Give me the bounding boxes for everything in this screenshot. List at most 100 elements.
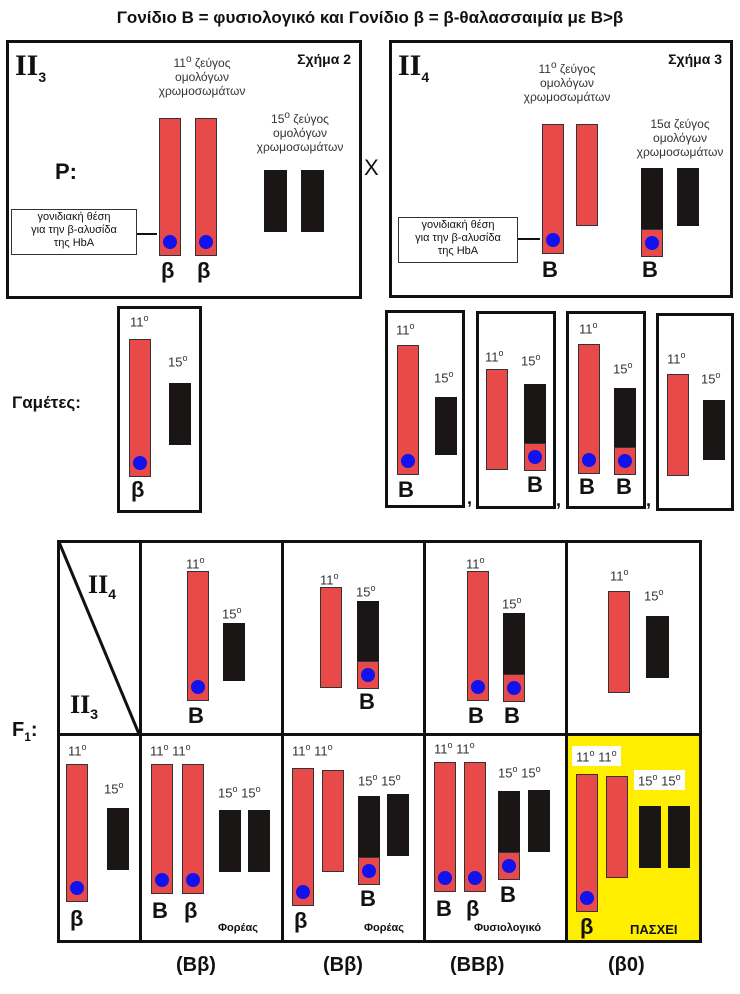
status-label: Φορέας [218,922,258,934]
chromosome-11 [576,774,598,912]
locus-dot [582,453,596,467]
allele: β [161,258,175,283]
separator: , [646,490,652,510]
locus-dot [468,871,482,885]
locus-dot [527,449,542,464]
row-header-cell: 11ο 15ο β [60,736,139,940]
chromosome-15 [677,168,699,226]
allele: β [197,258,211,283]
page-title: Γονίδιο Β = φυσιολογικό και Γονίδιο β = … [116,8,624,27]
locus-dot [199,235,213,249]
chr11-caption: 11ο ζεύγος ομολόγων χρωμοσωμάτων [523,60,611,104]
figure-label: Σχήμα 2 [297,51,351,67]
chromosome-15 [169,383,191,445]
header-cell-3: 11ο 15ο Β Β [426,543,565,733]
gamete-ii4-4: 11ο 15ο [656,313,734,511]
chromosome-11 [151,764,173,894]
locus-dot [617,453,632,468]
locus-note: γονιδιακή θέση για την β-αλυσίδα της HbA [11,209,137,255]
chromosome-11 [159,118,181,256]
allele: Β [579,474,595,499]
chromosome-11 [542,124,564,254]
allele: Β [642,257,658,282]
allele: Β [468,703,484,728]
locus-note: γονιδιακή θέση για την β-αλυσίδα της HbA [398,217,518,263]
chromosome-11 [464,762,486,892]
genotype-label: (Ββ) [323,954,363,976]
corner-top-label: II4 [88,570,117,603]
arrow-icon [137,233,157,235]
chromosome-11 [576,124,598,226]
header-cell-2: 11ο 15ο Β [284,543,423,733]
allele: Β [436,896,452,921]
chromosome-15 [497,791,520,880]
chromosome-15 [640,168,663,257]
locus-dot [438,871,452,885]
offspring-cell-2: 11ο 11ο 15ο 15ο β Β Φορέας [284,736,423,940]
parent-ii4-panel: II4 Σχήμα 3 11ο ζεύγος ομολόγων χρωμοσωμ… [389,40,733,298]
chromosome-11 [606,776,628,878]
individual-label: II4 [398,49,430,85]
chromosome-11 [467,571,489,701]
allele: β [466,896,480,921]
chromosome-11 [397,345,419,475]
gametes-label: Γαμέτες: [12,393,81,412]
allele: Β [398,477,414,502]
header-cell-4: 11ο 15ο [568,543,700,733]
corner-diagonal [57,541,141,735]
chromosome-11 [667,374,689,476]
chromosome-15 [387,794,409,856]
chromosome-15 [219,810,241,872]
locus-dot [133,456,147,470]
gamete-ii3: 11ο 15ο β [117,306,202,513]
chromosome-11 [292,768,314,906]
chromosome-15 [646,616,669,678]
locus-dot [506,680,521,695]
locus-dot [361,863,376,878]
chromosome-11 [320,587,342,688]
locus-dot [501,858,516,873]
individual-label: II3 [15,49,47,85]
chromosome-15 [301,170,324,232]
arrow-icon [518,238,540,240]
chromosome-11 [66,764,88,902]
f1-label: F1: [12,719,38,744]
offspring-cell-3: 11ο 11ο 15ο 15ο Β β Β Φυσιολογικό [426,736,565,940]
offspring-cell-4: 11ο 11ο 15ο 15ο β ΠΑΣΧΕΙ [568,736,700,940]
gamete-ii4-3: 11ο 15ο Β Β [566,311,646,509]
figure-label: Σχήμα 3 [668,51,722,67]
chromosome-11 [129,339,151,477]
allele: Β [542,257,558,282]
locus-dot [546,233,560,247]
status-label: Φυσιολογικό [474,922,542,934]
chromosome-11 [434,762,456,892]
locus-dot [471,680,485,694]
genotype-label: (Ββ) [176,954,216,976]
chromosome-15 [264,170,287,232]
locus-dot [644,235,659,250]
chromosome-11 [608,591,630,693]
corner-bottom-label: II3 [70,690,99,723]
locus-dot [296,885,310,899]
header-cell-1: 11ο 15ο Β [142,543,281,733]
separator: , [467,488,473,508]
parents-label: P: [55,159,77,184]
chromosome-11 [182,764,204,894]
chromosome-15 [703,400,725,460]
separator: , [556,490,562,510]
genotype-label: (β0) [608,954,645,976]
status-label: ΠΑΣΧΕΙ [630,922,678,937]
punnett-table [57,540,702,943]
chromosome-15 [523,384,546,471]
allele: Β [188,703,204,728]
chromosome-11 [322,770,344,872]
offspring-cell-1: 11ο 11ο 15ο 15ο Β β Φορέας [142,736,281,940]
allele: Β [504,703,520,728]
locus-dot [401,454,415,468]
allele: Β [359,689,375,714]
locus-dot [155,873,169,887]
chromosome-15 [528,790,550,852]
allele: β [184,898,198,923]
locus-dot [186,873,200,887]
locus-dot [360,667,375,682]
